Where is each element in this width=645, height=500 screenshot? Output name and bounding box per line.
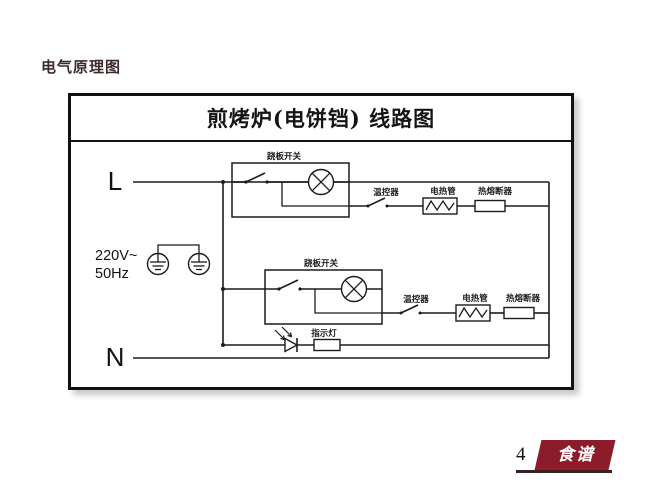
junction-dot-indicator [221, 343, 225, 347]
upper-thermostat [349, 197, 423, 208]
upper-heating-tube [422, 197, 458, 215]
lower-switch-enclosure [264, 269, 383, 325]
lower-thermal-fuse-label: 热熔断器 [506, 293, 541, 303]
indicator-led-symbol [274, 326, 299, 353]
supply-voltage-label: 220V~ [95, 248, 137, 264]
earth-symbol-right [187, 252, 211, 276]
terminal-label-neutral: N [106, 342, 125, 372]
badge-underline [516, 470, 612, 473]
terminal-label-live: L [108, 166, 122, 196]
lower-lamp-return-wire [314, 289, 382, 314]
junction-dot-live [221, 180, 225, 184]
indicator-lamp-label: 指示灯 [311, 328, 337, 338]
upper-thermostat-label: 温控器 [373, 187, 399, 197]
lower-thermostat-label: 温控器 [403, 294, 429, 304]
page-number: 4 [516, 444, 526, 465]
lower-switch-label: 跷板开关 [304, 258, 339, 268]
lower-switch-lamp [340, 275, 368, 303]
diagram-title-bar: 煎烤炉(电饼铛) 线路图 [71, 96, 571, 142]
section-heading: 电气原理图 [41, 59, 122, 76]
upper-switch-label: 跷板开关 [267, 151, 302, 161]
diagram-card: 煎烤炉(电饼铛) 线路图 L N 220V~ 50Hz [68, 93, 574, 390]
lower-heating-tube-label: 电热管 [462, 293, 488, 303]
lower-thermostat [382, 304, 456, 315]
upper-switch-lamp [307, 168, 335, 196]
earth-symbol-left [146, 252, 170, 276]
circuit-schematic: L N 220V~ 50Hz [95, 151, 550, 372]
junction-dot-lower-branch [221, 287, 225, 291]
badge-text: 食谱 [557, 445, 595, 465]
lower-thermal-fuse [503, 306, 535, 320]
upper-thermal-fuse-label: 热熔断器 [478, 186, 513, 196]
schematic-area: L N 220V~ 50Hz [71, 142, 571, 387]
footer-badge: 4 食谱 [516, 440, 616, 474]
diagram-title: 煎烤炉(电饼铛) 线路图 [206, 106, 436, 131]
upper-switch-enclosure [231, 162, 350, 218]
upper-lamp-return-wire [281, 182, 349, 207]
upper-heating-tube-label: 电热管 [430, 186, 456, 196]
indicator-resistor [313, 338, 341, 352]
supply-frequency-label: 50Hz [95, 266, 129, 282]
earth-bridge-wire [157, 244, 200, 254]
lower-heating-tube [455, 304, 491, 322]
upper-thermal-fuse [474, 199, 506, 213]
